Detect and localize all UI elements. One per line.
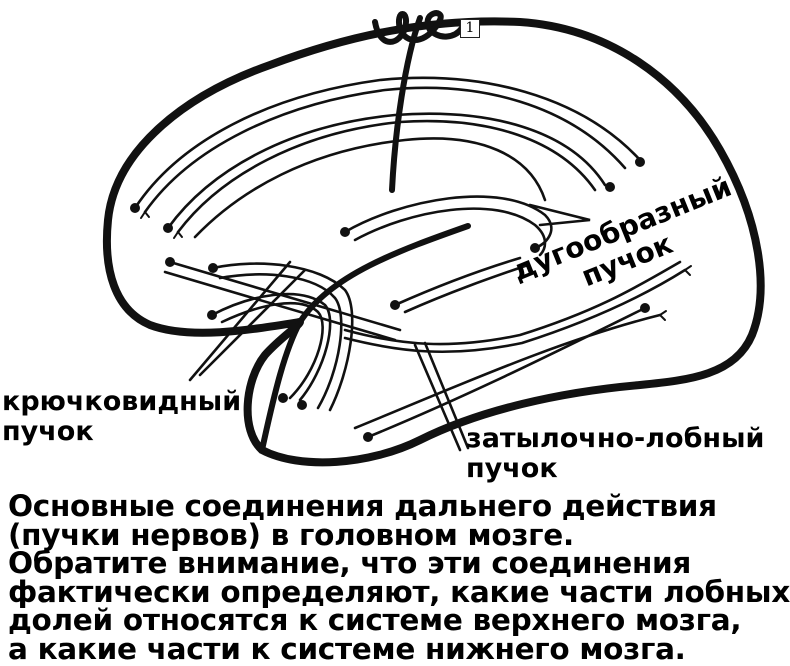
caption-line: Обратите внимание, что эти соединения bbox=[8, 546, 692, 580]
caption-line: (пучки нервов) в головном мозге. bbox=[8, 517, 574, 552]
central-arc bbox=[297, 223, 471, 325]
fronto-occipital-fasciculus-label: затылочно-лобный пучок bbox=[466, 424, 764, 484]
uncinate-label-line1: крючковидный bbox=[2, 386, 242, 417]
brain-fascicles-diagram bbox=[102, 10, 765, 467]
ifof-label-line2: пучок bbox=[466, 453, 558, 484]
caption-line: а какие части к системе нижнего мозга. bbox=[8, 631, 686, 666]
superior-fibers bbox=[130, 76, 645, 239]
caption-line: долей относятся к системе верхнего мозга… bbox=[8, 603, 742, 637]
caption-line: Основные соединения дальнего действия bbox=[8, 489, 717, 523]
projection-fiber bbox=[389, 15, 423, 193]
uncinate-label-line2: пучок bbox=[2, 416, 94, 447]
caption-line: фактически определяют, какие части лобны… bbox=[8, 574, 790, 609]
temporal-arc bbox=[259, 319, 303, 453]
marker-label: 1 bbox=[460, 19, 480, 38]
fronto-occipital-fasciculus bbox=[343, 260, 692, 452]
figure-caption: Основные соединения дальнего действия (п… bbox=[8, 492, 790, 663]
uncinate-fasciculus-label: крючковидный пучок bbox=[2, 387, 241, 447]
uncinate-fasciculus bbox=[163, 257, 402, 412]
arcuate-fasciculus bbox=[340, 195, 591, 314]
superior-gyrus-loops bbox=[372, 10, 465, 45]
brain-outline bbox=[102, 17, 765, 467]
ifof-label-line1: затылочно-лобный bbox=[466, 423, 765, 454]
